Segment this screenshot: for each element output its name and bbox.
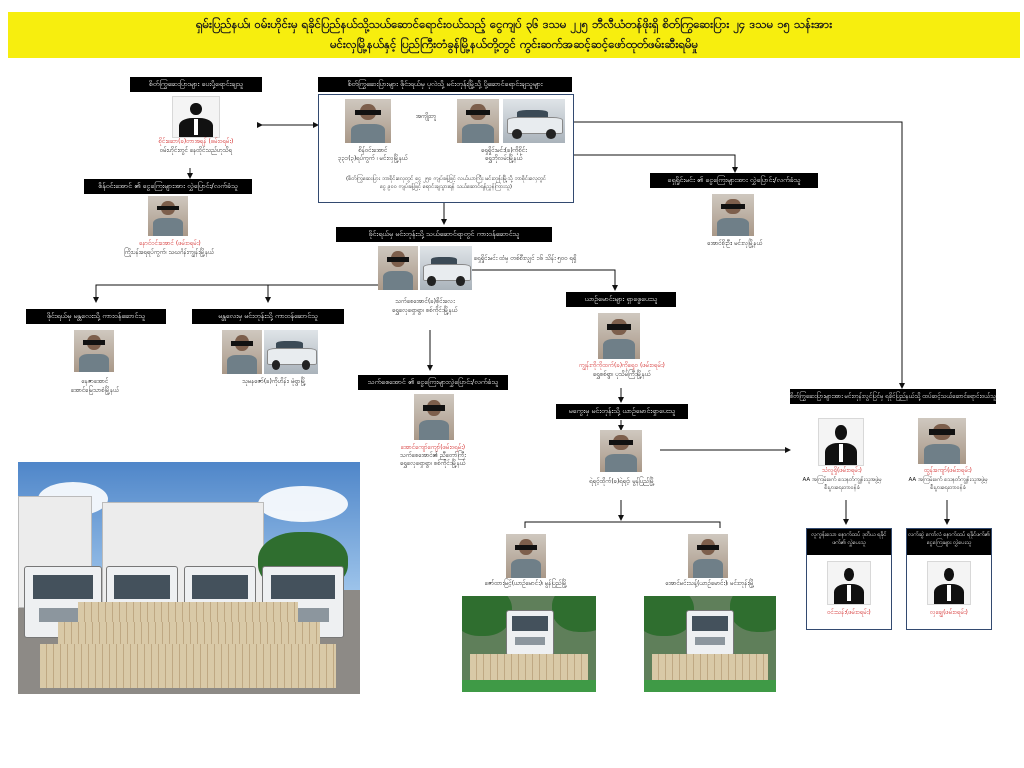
boss-name: စိုင်းဆော(ခ)တာအရန် (ဖမ်းဝရမ်း) (158, 138, 234, 145)
boss-sub: ဝမ်းဟိုင်းတွင် နေထိုင်သည်ဟုသိရ (159, 147, 233, 154)
p12-sub1: AA အကြမ်းဖက် သေနတ်ကျွန်းသူအဖွဲ့မှ (908, 477, 988, 483)
p14-name: အောင်မင်းသန့်(ယာဉ်မောင်း)၊ မင်းတုန်းမြို… (665, 580, 755, 587)
p13-name: ဇော်ထားမြင့်(ယာဉ်မောင်း)၊ မွန်ပြည်မြို့ (484, 580, 568, 587)
p2-sub: ရွှေဘိုလမ်းမြို့နယ် (485, 155, 523, 162)
p8-name: ကျွန်းကိုကိုထက်(ခ)ကိုရှေဝ (ဖမ်းဝရမ်း) (579, 362, 665, 369)
sub2-box: လက်ဆွဲ ကော်လံ နောက်ထပ် ရခိုင်ဖက်၏ ငွေကြေ… (906, 528, 992, 630)
money2-label: သက်စေအောင် ၏ ငွေကြေးများလွှဲပြောင်း/လက်ခ… (358, 375, 508, 390)
sub1-label: လူကွန်းသော နောက်ထပ် ဒုတိယ ရခိုင်ဖက်၏ လွှ… (807, 529, 891, 555)
suspect-photo-icon (598, 313, 640, 359)
p11-sub1: AA အကြမ်းဖက် သေနတ်ကျွန်းသူအဖွဲ့မှ (802, 477, 882, 483)
sub2-label: လက်ဆွဲ ကော်လံ နောက်ထပ် ရခိုင်ဖက်၏ ငွေကြေ… (907, 529, 991, 555)
top-center-box: အကျိုးတူ စိန်ဝင်းအောင် ၃၃၁(၃)ရပ်ကွက် ၊ မ… (318, 94, 574, 203)
suspect-photo-icon (506, 534, 546, 578)
p9-sub2: ရွှေလှေရှောရွာ၊ စစ်ကိုင်းမြို့နယ် (400, 460, 466, 467)
main-seizure-photo (18, 462, 360, 694)
person-silhouette-icon (927, 561, 971, 605)
p5-sub: ရွှေလှေရှောရွာ၊ စစ်ကိုင်းမြို့နယ် (392, 307, 458, 314)
seizure-photo-1 (462, 596, 596, 692)
left2-label: မန္တလေးမှ မင်းတုန်းသို့ ကားဝန်ဆောင်သူ (192, 309, 344, 324)
p9-sub1: သက်စေအောင်၏ ညီတော်ကြီး (400, 452, 466, 459)
relation-label: အကျိုးတူ (415, 113, 437, 120)
top-center-label: စိတ်ကြွဆေးပြားများ ဖိုင်းရယ်မှ ပုလဲသို့ … (318, 77, 572, 92)
p5-note: ရှေရှိုင်းမင်း ထံမှ တစ်စီးလျှင် ၁၆ သိန်း… (474, 255, 577, 262)
p7-name: သုမနဇော်(ခ)ကိုဟိန်း၊ မုံရွာမြို့ (242, 378, 306, 385)
car-photo-icon (503, 99, 565, 143)
p12-sub2: စီးပွားရေးတာဝန်ခံ (930, 485, 966, 491)
truck-icon (506, 610, 554, 656)
p2-name: ရှေရှိုင်းမင်း(ခ)ကိုစိုင်း (481, 147, 527, 154)
p1-note-2: ငွေ ၉၀၀ ကျပ်ခန့်ဖြင့် ရောင်းချသွားရန် သယ… (379, 184, 513, 190)
left-mid-label: စိန်ဝင်းအောင် ၏ ငွေကြေးများအား လွှဲပြောင… (84, 179, 252, 194)
p6-name: နေဇာအောင် (81, 378, 109, 385)
suspect-photo-icon (74, 330, 114, 372)
person-silhouette-icon (818, 418, 864, 466)
p1-note-1: (စိတ်ကြွဆေးပြား ဘာစိုင်းလှေတွင် ငွေ ၂၅၀ … (345, 176, 547, 182)
person-silhouette-icon (827, 561, 871, 605)
title-banner: ရှမ်းပြည်နယ်၊ ဝမ်းဟိုင်းမှ ရခိုင်ပြည်နယ်… (8, 12, 1020, 58)
p16-name: လှချွေ(ဖမ်းဝရမ်း) (930, 609, 968, 616)
suspect-photo-icon (414, 394, 454, 440)
driver-label: မကွေးမှ မင်းတုန်းသို့ ယာဉ်မောင်းရှာပေးသူ (556, 404, 688, 419)
p8-sub: ရွှေစစ်ရွာ၊ ပုသိမ်ကြီးမြို့နယ် (593, 371, 651, 378)
suspect-photo-icon (345, 99, 391, 143)
car-photo-icon (264, 330, 318, 374)
p9-name: အောင်ကျော်ကျော်(ဖမ်းဝရမ်း) (400, 444, 466, 451)
aa-label: စိတ်ကြွဆေးပြားများအား မင်းတုန်းလွင်ပြင်မ… (790, 389, 996, 404)
suspect-photo-icon (600, 430, 642, 472)
suspect-photo-icon (222, 330, 262, 374)
title-line-1: ရှမ်းပြည်နယ်၊ ဝမ်းဟိုင်းမှ ရခိုင်ပြည်နယ်… (195, 17, 833, 31)
car-photo-icon (420, 246, 472, 290)
far-left-label: ဖိုင်းရယ်မှ မန္တလေးသို့ ကားဝန်ဆောင်သူ (26, 309, 166, 324)
p10-name: ရဲရင့်ထိုက်(ခ)ရဲရင့်၊ မွန်ပြည်မြို့ (589, 478, 655, 485)
right-mid-label: ရှေရှိုင်းမင်း ၏ ငွေကြေးများအား လွှဲပြော… (650, 173, 818, 188)
p6-sub: အောင်မြေသာစံမြို့နယ် (70, 387, 120, 394)
p4-name: အောင်စိုးဦး၊ မင်းလှမြို့နယ် (707, 240, 763, 247)
suspect-photo-icon (712, 194, 754, 236)
person-silhouette-icon (172, 96, 220, 138)
p1-sub: ၃၃၁(၃)ရပ်ကွက် ၊ မင်းလှမြို့နယ် (338, 155, 408, 162)
buyer-label: ယာဉ်မောင်းများ ရှာဖွေပေးသူ (566, 292, 676, 307)
p5-name: သက်စေအောင်(ခ)စိုင်းလေး (395, 298, 455, 305)
title-line-2: မင်းလှမြို့နယ်နှင့် ပြည်ကြီးတံခွန်မြို့န… (329, 37, 699, 51)
seizure-photo-2 (644, 596, 776, 692)
boss-label: စိတ်ကြွဆေးပြားများ ပေးပို့ရောင်းချသူ (130, 77, 262, 92)
p11-name: သံလူရှိ(ဖမ်းဝရမ်း) (822, 467, 862, 474)
center-mid-label: ဖိုင်းရယ်မှ မင်းတုန်းသို့ သယ်ဆောင်ရာတွင်… (336, 227, 552, 242)
p3-sub: ကြိုးပန်းရေရပ်ကွက်၊ သဃင်္ဂန်းကျွန်းမြို့… (123, 249, 215, 256)
p11-sub2: စီးပွားရေးတာဝန်ခံ (824, 485, 860, 491)
p3-name: နောင်ဝင်းအောင် (ဖမ်းဝရမ်း) (139, 240, 201, 247)
p15-name: ဝင်းသန်း(ဖမ်းဝရမ်း) (827, 609, 871, 616)
suspect-photo-icon (378, 246, 418, 290)
suspect-photo-icon (688, 534, 728, 578)
suspect-photo-icon (918, 418, 966, 464)
p12-name: ထွန်းကျော်(ဖမ်းဝရမ်း) (924, 467, 972, 474)
suspect-photo-icon (148, 196, 188, 236)
truck-icon (686, 610, 734, 656)
sub1-box: လူကွန်းသော နောက်ထပ် ဒုတိယ ရခိုင်ဖက်၏ လွှ… (806, 528, 892, 630)
suspect-photo-icon (457, 99, 499, 143)
p1-name: စိန်ဝင်းအောင် (358, 147, 388, 154)
